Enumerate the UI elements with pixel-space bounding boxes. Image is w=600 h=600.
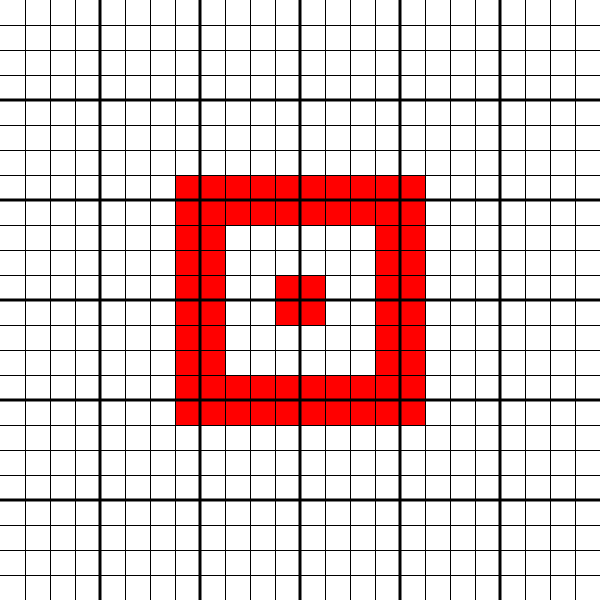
filled-cell[interactable]: [400, 300, 425, 325]
filled-cell[interactable]: [175, 225, 200, 250]
filled-cell[interactable]: [275, 375, 300, 400]
filled-cell[interactable]: [400, 175, 425, 200]
filled-cell[interactable]: [275, 200, 300, 225]
filled-cell[interactable]: [225, 375, 250, 400]
filled-cell[interactable]: [275, 300, 300, 325]
filled-cell[interactable]: [375, 325, 400, 350]
filled-cell[interactable]: [200, 250, 225, 275]
filled-cell[interactable]: [375, 200, 400, 225]
filled-cell[interactable]: [175, 400, 200, 425]
filled-cell[interactable]: [400, 275, 425, 300]
filled-cell[interactable]: [375, 400, 400, 425]
filled-cell[interactable]: [375, 175, 400, 200]
filled-cell[interactable]: [175, 375, 200, 400]
filled-cell[interactable]: [175, 275, 200, 300]
filled-cell[interactable]: [350, 400, 375, 425]
filled-cell[interactable]: [300, 375, 325, 400]
filled-cell[interactable]: [200, 325, 225, 350]
filled-cell[interactable]: [275, 400, 300, 425]
filled-cell[interactable]: [200, 225, 225, 250]
filled-cell[interactable]: [275, 175, 300, 200]
filled-cell[interactable]: [400, 225, 425, 250]
filled-cell[interactable]: [350, 200, 375, 225]
filled-cell[interactable]: [300, 400, 325, 425]
filled-cell[interactable]: [250, 400, 275, 425]
filled-cell[interactable]: [400, 200, 425, 225]
filled-cell[interactable]: [175, 175, 200, 200]
filled-cell[interactable]: [375, 250, 400, 275]
filled-cell[interactable]: [200, 350, 225, 375]
filled-cell[interactable]: [350, 375, 375, 400]
filled-cell[interactable]: [250, 375, 275, 400]
filled-cell[interactable]: [225, 200, 250, 225]
filled-cell[interactable]: [400, 250, 425, 275]
filled-cell[interactable]: [200, 175, 225, 200]
filled-cell[interactable]: [300, 200, 325, 225]
filled-cell[interactable]: [175, 325, 200, 350]
filled-cell[interactable]: [200, 375, 225, 400]
filled-cell[interactable]: [375, 275, 400, 300]
filled-cell[interactable]: [200, 400, 225, 425]
filled-cell[interactable]: [175, 300, 200, 325]
filled-cell[interactable]: [225, 175, 250, 200]
filled-cell[interactable]: [400, 325, 425, 350]
filled-cell[interactable]: [275, 275, 300, 300]
filled-cells: [175, 175, 425, 425]
filled-cell[interactable]: [375, 375, 400, 400]
filled-cell[interactable]: [300, 175, 325, 200]
filled-cell[interactable]: [175, 200, 200, 225]
filled-cell[interactable]: [200, 275, 225, 300]
filled-cell[interactable]: [225, 400, 250, 425]
filled-cell[interactable]: [250, 200, 275, 225]
filled-cell[interactable]: [325, 200, 350, 225]
filled-cell[interactable]: [200, 300, 225, 325]
filled-cell[interactable]: [325, 175, 350, 200]
filled-cell[interactable]: [175, 350, 200, 375]
filled-cell[interactable]: [325, 400, 350, 425]
filled-cell[interactable]: [200, 200, 225, 225]
filled-cell[interactable]: [375, 225, 400, 250]
filled-cell[interactable]: [375, 350, 400, 375]
filled-cell[interactable]: [175, 250, 200, 275]
filled-cell[interactable]: [300, 300, 325, 325]
filled-cell[interactable]: [350, 175, 375, 200]
filled-cell[interactable]: [375, 300, 400, 325]
filled-cell[interactable]: [325, 375, 350, 400]
filled-cell[interactable]: [400, 400, 425, 425]
filled-cell[interactable]: [250, 175, 275, 200]
filled-cell[interactable]: [400, 350, 425, 375]
filled-cell[interactable]: [300, 275, 325, 300]
filled-cell[interactable]: [400, 375, 425, 400]
